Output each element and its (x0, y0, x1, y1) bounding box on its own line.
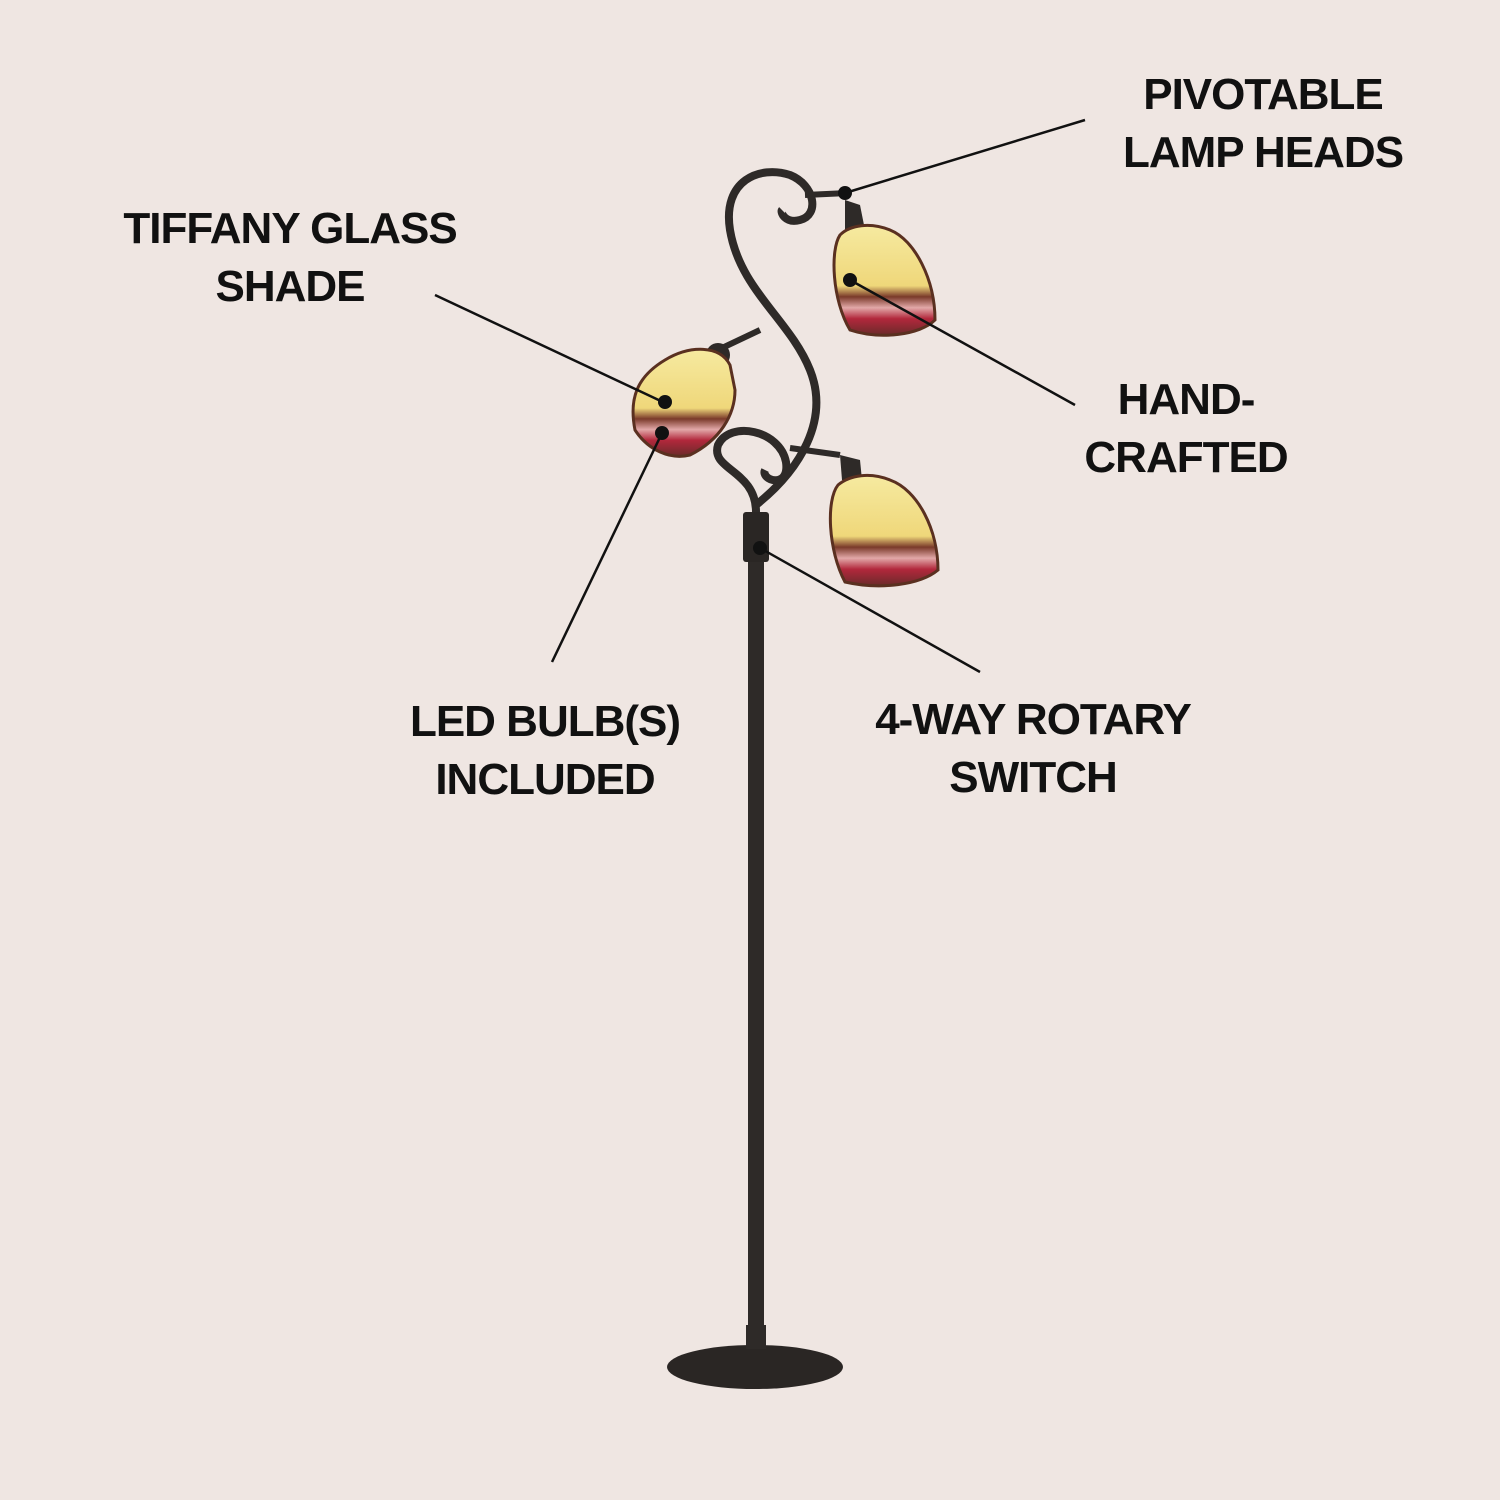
callout-text: 4-WAY ROTARY (875, 695, 1192, 744)
callout-text: HAND- (1117, 375, 1256, 424)
callout-text: INCLUDED (435, 755, 655, 804)
callout-text: SHADE (215, 262, 365, 311)
lamp-collar (746, 1325, 766, 1349)
callout-led-bulbs: LED BULB(S) INCLUDED (409, 693, 681, 809)
callout-dot (838, 186, 852, 200)
s-curve-arm (724, 168, 821, 509)
callout-text: SWITCH (949, 753, 1118, 802)
callout-line-pivotable (844, 118, 1086, 195)
callout-pivotable-lamp-heads: PIVOTABLE LAMP HEADS (1122, 66, 1404, 182)
callout-text: CRAFTED (1084, 433, 1288, 482)
callout-line-switch (759, 546, 981, 674)
callout-line-led (550, 432, 664, 663)
callout-dot (753, 541, 767, 555)
callout-text: LED BULB(S) (409, 697, 681, 746)
callout-hand-crafted: HAND- CRAFTED (1084, 371, 1288, 487)
bottom-lamp-shade (828, 455, 940, 588)
callout-tiffany-glass-shade: TIFFANY GLASS SHADE (123, 200, 457, 316)
top-lamp-shade (832, 200, 937, 337)
lamp-base (667, 1345, 843, 1389)
callout-dot (655, 426, 669, 440)
scroll-arm (713, 426, 791, 513)
switch-housing (743, 512, 769, 562)
callout-dot (658, 395, 672, 409)
callout-rotary-switch: 4-WAY ROTARY SWITCH (875, 691, 1192, 807)
callout-text: LAMP HEADS (1122, 128, 1404, 177)
callout-line-tiffany (434, 293, 666, 405)
callout-dot (843, 273, 857, 287)
callout-line-handcrafted (849, 278, 1076, 407)
lamp-pole (748, 520, 764, 1330)
callout-text: TIFFANY GLASS (123, 204, 457, 253)
callout-text: PIVOTABLE (1143, 70, 1384, 119)
